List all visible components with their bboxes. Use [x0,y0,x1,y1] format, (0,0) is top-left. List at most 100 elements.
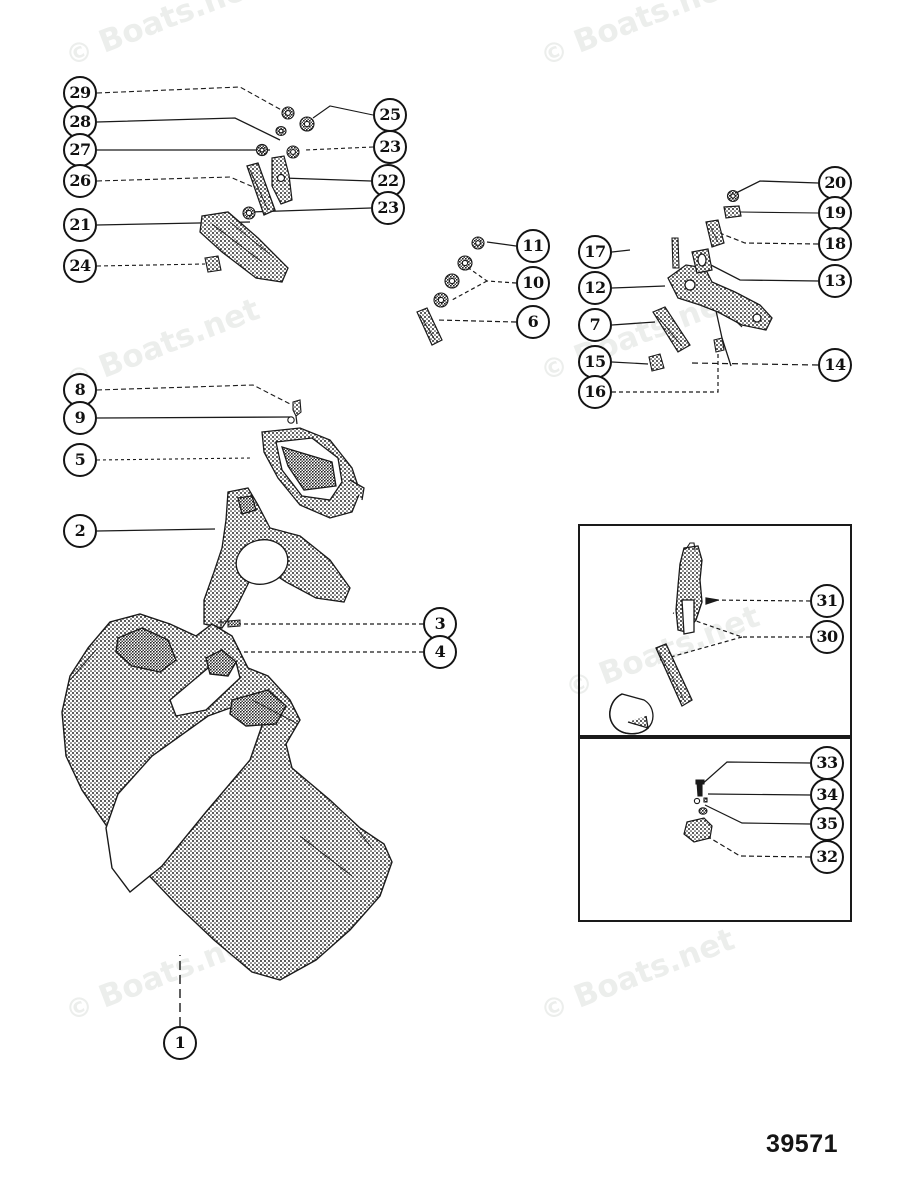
callout-19[interactable]: 19 [818,196,852,230]
callout-number: 23 [377,198,399,217]
callout-16[interactable]: 16 [578,375,612,409]
part-23-washer [286,145,300,159]
callout-number: 17 [584,242,606,261]
part-24-clip [204,255,222,273]
callout-number: 12 [584,278,606,297]
callout-32[interactable]: 32 [810,840,844,874]
callout-number: 15 [584,352,606,371]
part-23b-washer [242,206,256,220]
callout-number: 24 [69,256,91,275]
callout-1[interactable]: 1 [163,1026,197,1060]
callout-26[interactable]: 26 [63,164,97,198]
part-18-bushing [705,219,725,248]
part-35-grommet [698,807,708,815]
callout-14[interactable]: 14 [818,348,852,382]
callout-25[interactable]: 25 [373,98,407,132]
lower-inset-box [578,735,852,922]
part-32-terminal-block [683,817,713,843]
part-31-arrow-marker [705,597,719,605]
callout-30[interactable]: 30 [810,620,844,654]
callout-6[interactable]: 6 [516,305,550,339]
callout-number: 1 [174,1033,186,1052]
part-33-screw [695,779,705,797]
part-10-washer-set [433,255,473,308]
callout-13[interactable]: 13 [818,264,852,298]
callout-2[interactable]: 2 [63,514,97,548]
callout-17[interactable]: 17 [578,235,612,269]
part-12-bell-crank [667,264,773,331]
callout-number: 28 [69,112,91,131]
callout-7[interactable]: 7 [578,308,612,342]
part-13-seal [691,248,713,274]
part-17-pin [671,237,680,269]
callout-number: 26 [69,171,91,190]
callout-number: 13 [824,271,846,290]
part-8-screw [292,399,302,425]
part-9-washer [287,416,295,424]
part-16-bushing [713,337,725,353]
callout-23[interactable]: 23 [373,130,407,164]
callout-number: 20 [824,173,846,192]
callout-number: 32 [816,847,838,866]
callout-number: 29 [69,83,91,102]
callout-number: 11 [522,236,544,255]
callout-24[interactable]: 24 [63,249,97,283]
callout-9[interactable]: 9 [63,401,97,435]
diagram-number: 39571 [766,1130,839,1158]
part-20-nut [726,189,740,203]
callout-21[interactable]: 21 [63,208,97,242]
callout-33[interactable]: 33 [810,746,844,780]
callout-number: 4 [434,642,446,661]
callout-number: 3 [434,614,446,633]
part-28-washer [275,125,287,137]
part-11-nut [471,236,485,250]
part-1-gimbal-housing [61,613,393,981]
callout-number: 8 [74,380,86,399]
callout-12[interactable]: 12 [578,271,612,305]
callout-number: 7 [589,315,601,334]
callout-15[interactable]: 15 [578,345,612,379]
callout-number: 25 [379,105,401,124]
callout-number: 31 [816,591,838,610]
callout-number: 33 [816,753,838,772]
part-25-nut [299,116,315,132]
callout-number: 16 [584,382,606,401]
part-27-bolt [255,143,269,157]
callout-4[interactable]: 4 [423,635,457,669]
callout-18[interactable]: 18 [818,227,852,261]
callout-number: 9 [74,408,86,427]
part-2-steering-lever [203,487,351,629]
callout-35[interactable]: 35 [810,807,844,841]
callout-number: 22 [377,171,399,190]
callout-number: 35 [816,814,838,833]
callout-number: 19 [824,203,846,222]
callout-29[interactable]: 29 [63,76,97,110]
callout-11[interactable]: 11 [516,229,550,263]
callout-number: 6 [527,312,539,331]
callout-number: 14 [824,355,846,374]
callout-number: 2 [74,521,86,540]
callout-28[interactable]: 28 [63,105,97,139]
callout-34[interactable]: 34 [810,778,844,812]
part-31-trim-sender [675,542,703,635]
callout-number: 5 [74,450,86,469]
callout-31[interactable]: 31 [810,584,844,618]
part-15-lever-tip [648,353,665,372]
callout-20[interactable]: 20 [818,166,852,200]
callout-number: 23 [379,137,401,156]
callout-23b[interactable]: 23 [371,191,405,225]
part-19-retainer [723,205,742,219]
callout-5[interactable]: 5 [63,443,97,477]
part-3-screw [218,619,241,629]
callout-27[interactable]: 27 [63,133,97,167]
callout-number: 34 [816,785,838,804]
callout-number: 18 [824,234,846,253]
callout-number: 21 [69,215,91,234]
part-34-washer [693,797,708,805]
part-22-clevis [271,155,293,205]
callout-10[interactable]: 10 [516,266,550,300]
part-30-trim-rod [609,643,693,735]
